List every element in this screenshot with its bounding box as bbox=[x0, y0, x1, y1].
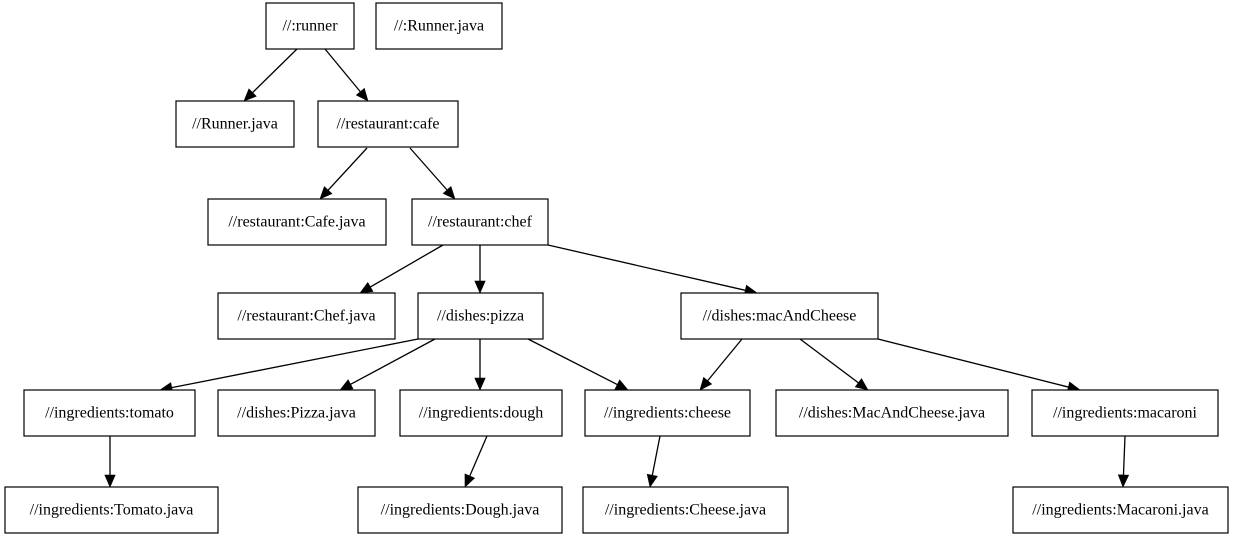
graph-node-label: //restaurant:Cafe.java bbox=[228, 214, 365, 231]
graph-node-label: //Runner.java bbox=[192, 116, 278, 133]
graph-node-label: //ingredients:Tomato.java bbox=[30, 502, 194, 519]
graph-edge bbox=[359, 244, 444, 294]
graph-node-label: //ingredients:cheese bbox=[604, 405, 731, 422]
graph-node-RunnerJava[interactable]: //Runner.java bbox=[175, 100, 295, 148]
graph-node-label: //ingredients:tomato bbox=[45, 405, 174, 422]
graph-node-dishesMacJava[interactable]: //dishes:MacAndCheese.java bbox=[775, 389, 1009, 437]
graph-node-dishesPizza[interactable]: //dishes:pizza bbox=[417, 292, 544, 340]
graph-edge bbox=[104, 436, 116, 488]
graph-node-ingMacaroni[interactable]: //ingredients:macaroni bbox=[1031, 389, 1219, 437]
graph-node-ingDough[interactable]: //ingredients:dough bbox=[399, 389, 563, 437]
graph-edge bbox=[699, 338, 743, 391]
graph-node-label: //restaurant:cafe bbox=[336, 116, 439, 133]
graph-node-dishesPizzaJava[interactable]: //dishes:Pizza.java bbox=[217, 389, 376, 437]
graph-edge bbox=[474, 339, 486, 391]
graph-node-restaurantCafe[interactable]: //restaurant:cafe bbox=[317, 100, 459, 148]
graph-edge bbox=[474, 245, 486, 294]
graph-node-ingTomato[interactable]: //ingredients:tomato bbox=[23, 389, 196, 437]
node-layer: //:runner //:Runner.java //Runner.java //re… bbox=[4, 2, 1229, 534]
graph-edge bbox=[243, 48, 298, 102]
graph-node-label: //restaurant:Chef.java bbox=[237, 308, 375, 325]
graph-node-label: //dishes:pizza bbox=[437, 308, 524, 325]
graph-edge bbox=[646, 435, 661, 488]
graph-node-ingCheese[interactable]: //ingredients:cheese bbox=[584, 389, 751, 437]
graph-node-label: //ingredients:Dough.java bbox=[381, 502, 540, 519]
graph-edge bbox=[464, 435, 488, 488]
graph-node-label: //ingredients:Macaroni.java bbox=[1032, 502, 1208, 519]
graph-node-label: //ingredients:Cheese.java bbox=[605, 502, 766, 519]
graph-node-dishesMacAndCheese[interactable]: //dishes:macAndCheese bbox=[680, 292, 879, 340]
graph-node-label: //dishes:macAndCheese bbox=[703, 308, 857, 325]
graph-node-RunnerJavaRoot[interactable]: //:Runner.java bbox=[375, 2, 503, 50]
graph-node-label: //ingredients:macaroni bbox=[1053, 405, 1198, 422]
graph-edge bbox=[324, 48, 369, 102]
graph-node-label: //restaurant:chef bbox=[428, 214, 533, 231]
graph-node-ingCheeseJava[interactable]: //ingredients:Cheese.java bbox=[582, 486, 789, 534]
graph-node-ingTomatoJava[interactable]: //ingredients:Tomato.java bbox=[4, 486, 219, 534]
graph-node-runner[interactable]: //:runner bbox=[265, 2, 355, 50]
graph-node-label: //:Runner.java bbox=[394, 18, 484, 35]
graph-edge bbox=[1117, 435, 1130, 488]
graph-node-restaurantChefJava[interactable]: //restaurant:Chef.java bbox=[217, 292, 396, 340]
graph-node-ingDoughJava[interactable]: //ingredients:Dough.java bbox=[357, 486, 563, 534]
graph-edge bbox=[319, 147, 368, 200]
graph-node-restaurantChef[interactable]: //restaurant:chef bbox=[411, 198, 549, 246]
graph-edge bbox=[409, 147, 456, 200]
edge-layer bbox=[104, 48, 1130, 488]
graph-node-ingMacaroniJava[interactable]: //ingredients:Macaroni.java bbox=[1012, 486, 1229, 534]
graph-edge bbox=[799, 338, 869, 391]
graph-node-label: //ingredients:dough bbox=[419, 405, 543, 422]
graph-node-label: //dishes:MacAndCheese.java bbox=[799, 405, 985, 422]
graph-node-label: //:runner bbox=[282, 18, 338, 35]
graph-node-label: //dishes:Pizza.java bbox=[237, 405, 356, 422]
graph-node-restaurantCafeJava[interactable]: //restaurant:Cafe.java bbox=[207, 198, 387, 246]
